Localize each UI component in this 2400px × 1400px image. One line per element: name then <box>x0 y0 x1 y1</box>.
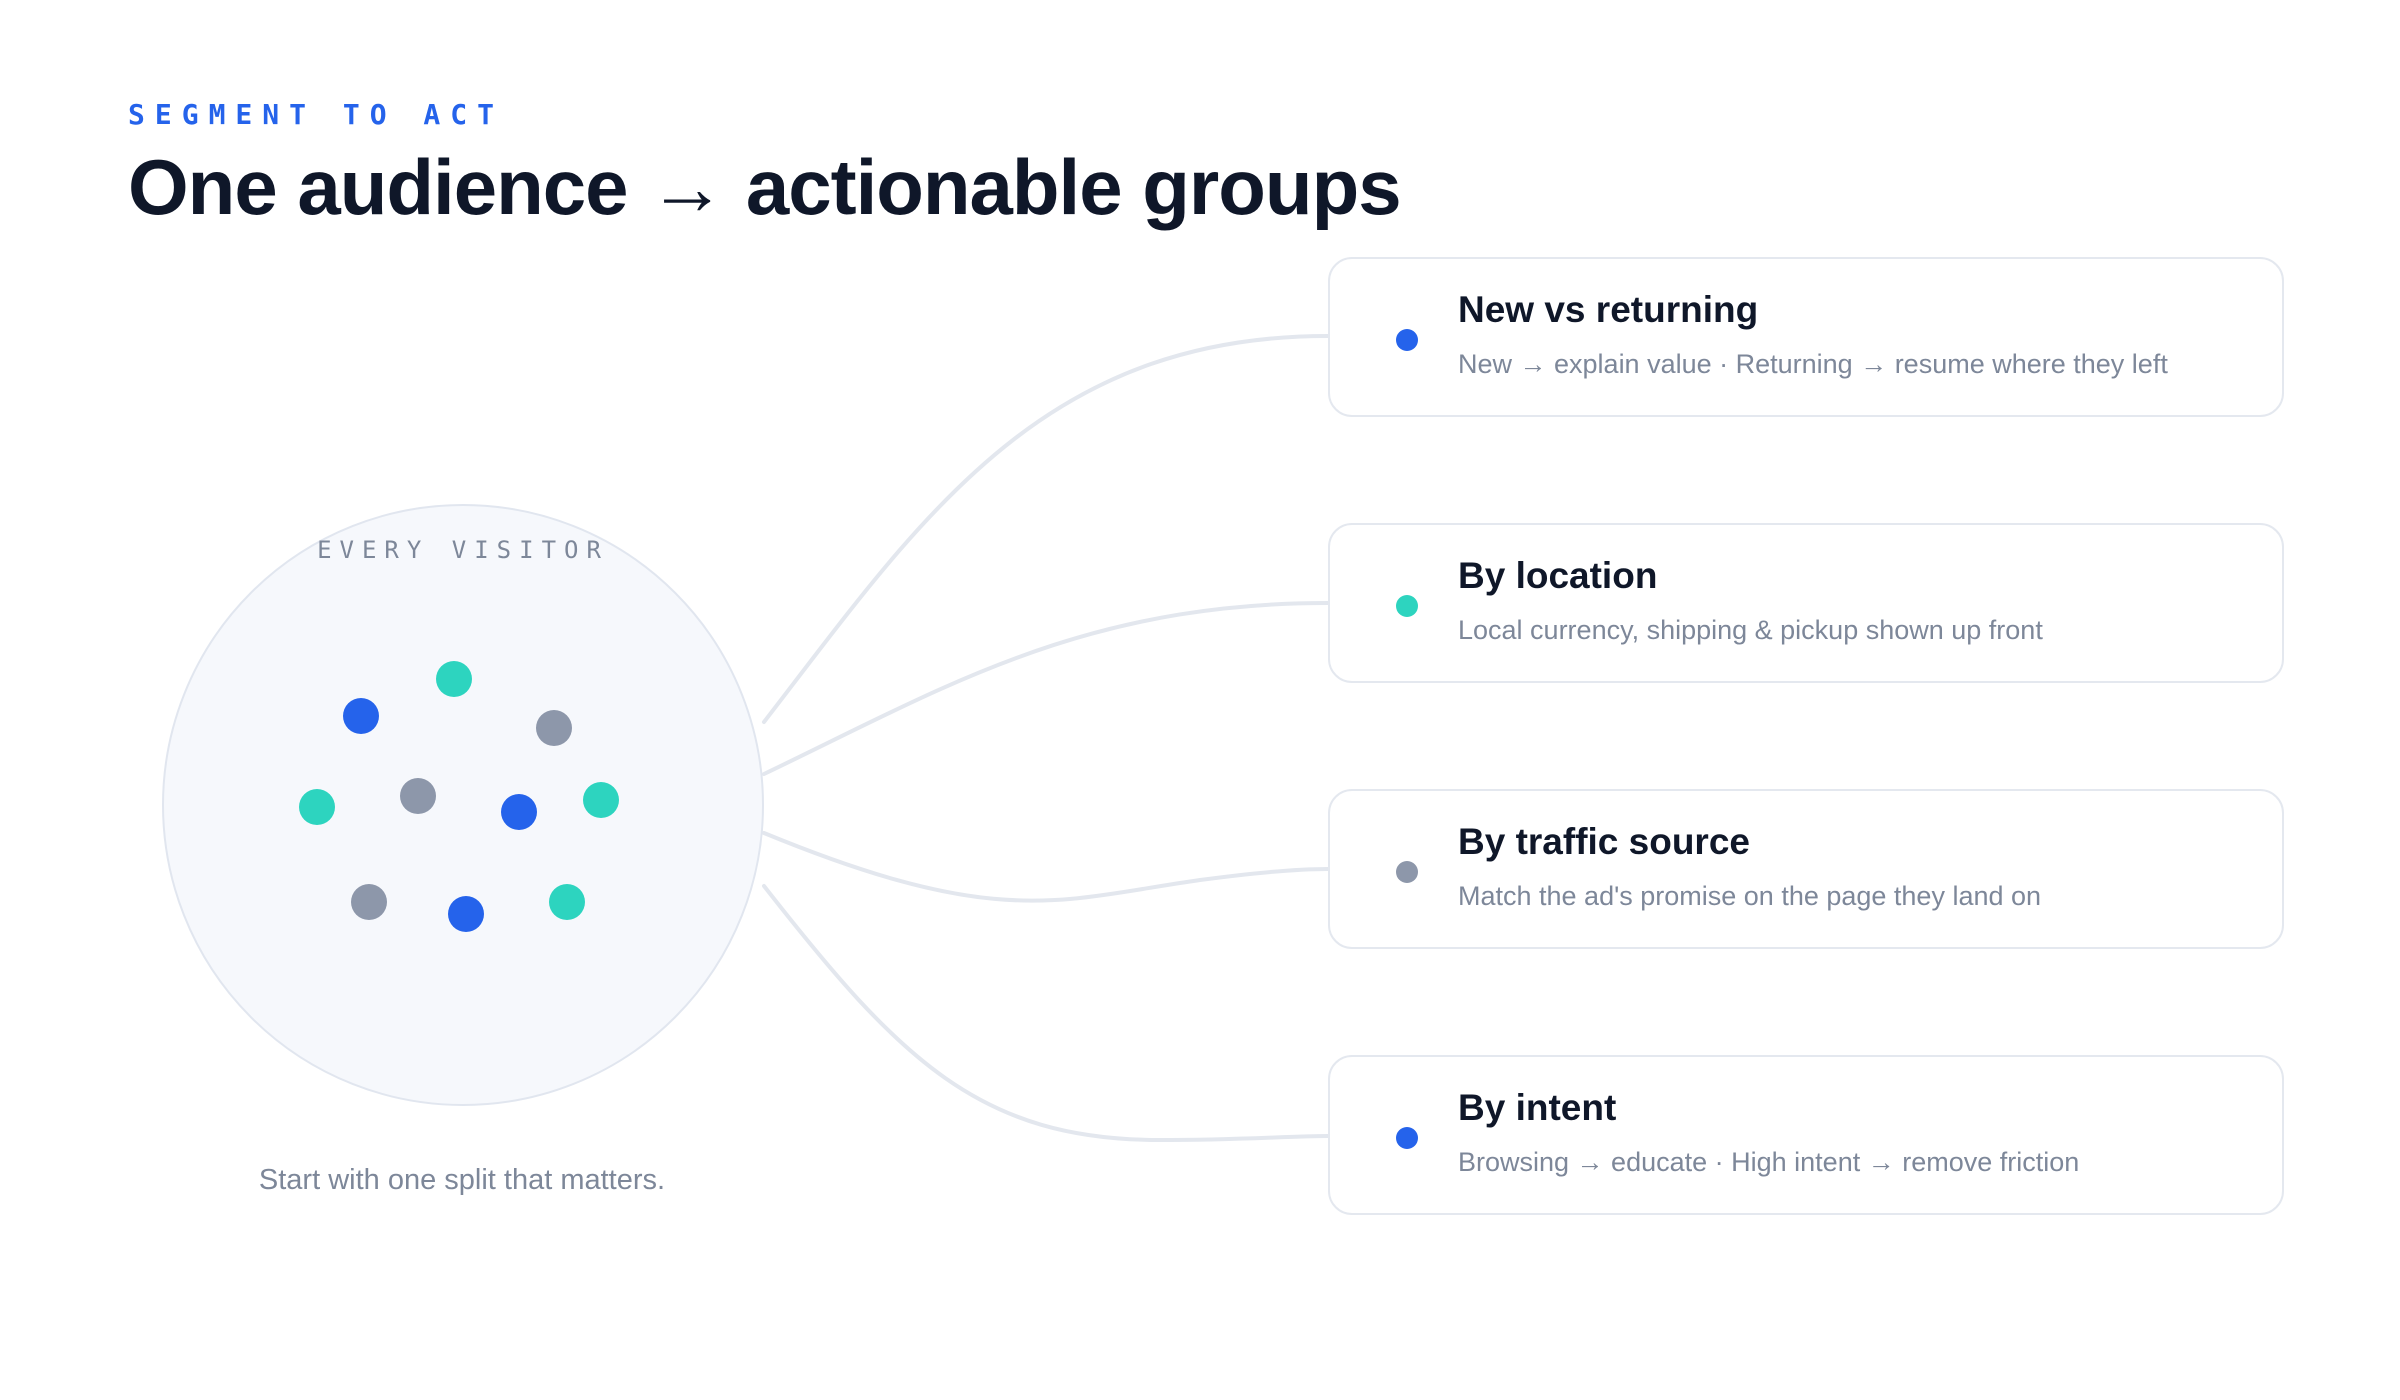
segment-title: By location <box>1458 555 1658 596</box>
audience-caption: Start with one split that matters. <box>258 1164 666 1196</box>
visitor-dot <box>400 778 436 814</box>
visitor-dot <box>436 661 472 697</box>
connector-new-vs-returning <box>762 334 1330 724</box>
segment-card-by-intent: By intent Browsing → educate · High inte… <box>1328 1055 2284 1215</box>
segment-dot-icon <box>1396 861 1418 883</box>
segment-card-by-location: By location Local currency, shipping & p… <box>1328 523 2284 683</box>
page-title: One audience → actionable groups <box>128 143 1402 231</box>
visitor-dot <box>448 896 484 932</box>
segment-title: New vs returning <box>1458 289 1759 330</box>
visitor-dot <box>351 884 387 920</box>
segment-dot-icon <box>1396 1127 1418 1149</box>
segment-dot-icon <box>1396 595 1418 617</box>
segment-dot-icon <box>1396 329 1418 351</box>
visitor-dot <box>583 782 619 818</box>
audience-label: EVERY VISITOR <box>317 536 609 564</box>
audience-circle: EVERY VISITOR <box>162 504 764 1106</box>
visitor-dot <box>343 698 379 734</box>
visitor-dot <box>299 789 335 825</box>
connector-by-location <box>762 601 1330 776</box>
segment-description: New → explain value · Returning → resume… <box>1458 349 2168 379</box>
segment-card-by-traffic-source: By traffic source Match the ad's promise… <box>1328 789 2284 949</box>
eyebrow-label: SEGMENT TO ACT <box>128 98 505 131</box>
segment-description: Local currency, shipping & pickup shown … <box>1458 615 2043 645</box>
visitor-dot <box>549 884 585 920</box>
segment-description: Match the ad's promise on the page they … <box>1458 881 2042 911</box>
segment-title: By traffic source <box>1458 821 1750 862</box>
visitor-dot <box>501 794 537 830</box>
segment-card-new-vs-returning: New vs returning New → explain value · R… <box>1328 257 2284 417</box>
visitor-dot <box>536 710 572 746</box>
visitor-dots <box>299 661 619 932</box>
connector-by-intent <box>762 884 1330 1143</box>
segment-title: By intent <box>1458 1087 1617 1128</box>
segment-description: Browsing → educate · High intent → remov… <box>1458 1147 2080 1177</box>
connector-by-traffic-source <box>762 831 1330 903</box>
